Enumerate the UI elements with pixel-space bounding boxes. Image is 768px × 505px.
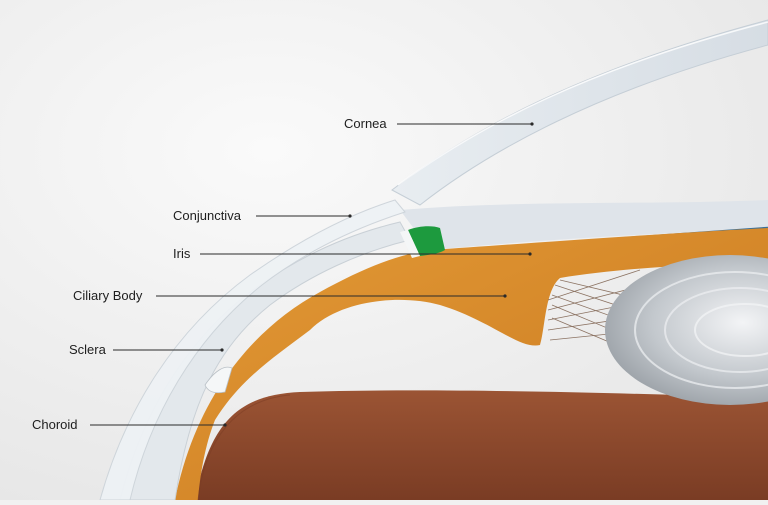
conjunctiva-layer bbox=[99, 199, 406, 501]
label-ciliary-body: Ciliary Body bbox=[73, 288, 143, 303]
label-sclera: Sclera bbox=[69, 342, 106, 357]
leader-lines bbox=[90, 123, 532, 426]
label-cornea: Cornea bbox=[344, 116, 387, 131]
lens bbox=[605, 255, 768, 405]
choroid-layer bbox=[195, 390, 768, 500]
label-choroid: Choroid bbox=[32, 417, 78, 432]
label-iris: Iris bbox=[173, 246, 191, 261]
label-conjunctiva: Conjunctiva bbox=[173, 208, 241, 223]
anterior-chamber bbox=[400, 200, 768, 250]
iris-band bbox=[408, 226, 445, 256]
